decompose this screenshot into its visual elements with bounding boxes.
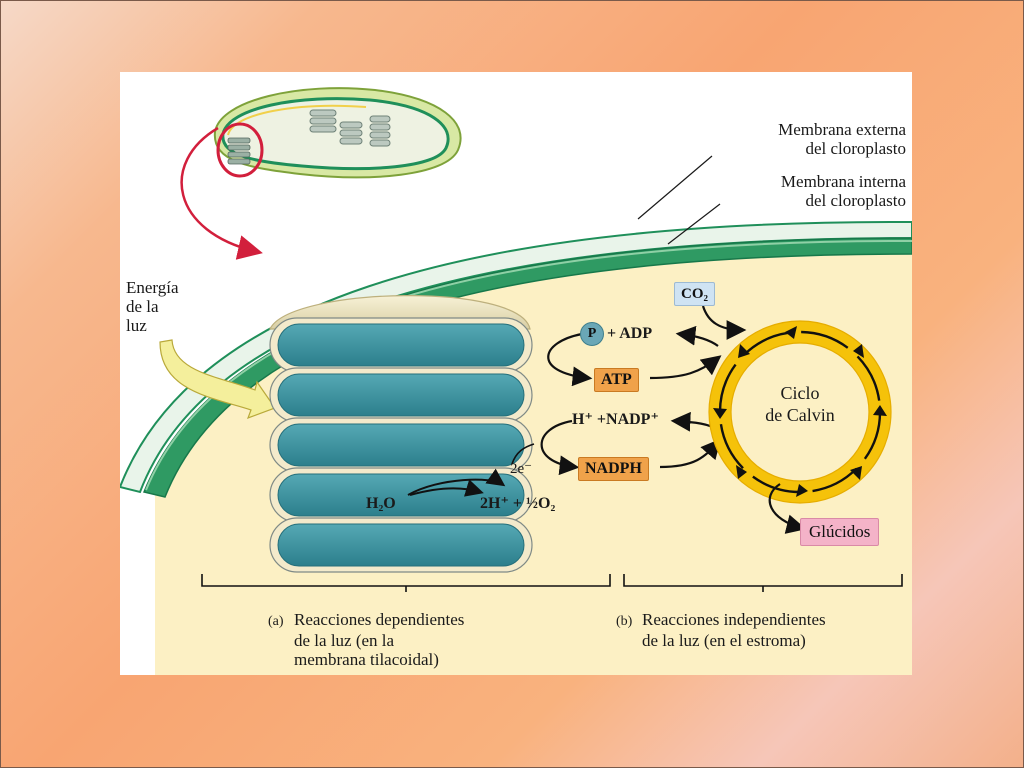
electron-arrow [511,443,535,465]
outer-membrane-label: Membrana externa del cloroplasto [716,120,906,158]
calvin-cycle-label: Ciclo de Calvin [740,382,860,426]
caption-a-line2: de la luz (en la [294,631,395,650]
nadp-label: H⁺ +NADP⁺ [572,411,659,428]
co2-label: CO₂ [674,282,715,306]
light-energy-arrow [159,339,276,420]
electrons-label: 2e⁻ [510,461,533,477]
co2-arrow [701,305,747,340]
chloroplast-thumbnail-icon [213,87,462,179]
calvin-to-adp-arrow [675,325,719,347]
calvin-cycle-arrowheads [713,326,887,497]
caption-b: (b) Reacciones independientes de la luz (… [616,610,826,650]
phosphate-icon: P [580,322,604,346]
caption-a: (a) Reacciones dependientes de la luz (en… [268,610,464,669]
light-energy-line2: de la [126,297,159,316]
calvin-line2: de Calvin [765,405,835,425]
outer-membrane-label-line2: del cloroplasto [805,139,906,158]
atp-label: ATP [594,368,639,392]
outer-membrane-label-line1: Membrana externa [778,120,906,139]
light-energy-line3: luz [126,316,147,335]
light-energy-label: Energía de la luz [126,278,179,335]
nadph-label: NADPH [578,457,649,481]
zoom-arrow [180,126,263,260]
thylakoid-stack-icon [269,295,533,573]
water-splitting-arrow [407,468,506,496]
diagram-panel: Membrana externa del cloroplasto Membran… [120,72,912,675]
light-energy-line1: Energía [126,278,179,297]
products-label: 2H⁺ + ½O₂ [480,495,556,512]
glucides-label: Glúcidos [800,518,880,546]
caption-a-line1: Reacciones dependientes [294,610,465,629]
chloroplast-diagram [120,87,912,675]
caption-a-line3: membrana tilacoidal) [294,650,439,669]
caption-a-tag: (a) [268,614,284,629]
inner-membrane-label-line1: Membrana interna [780,172,906,191]
adp-label: + ADP [607,325,653,342]
calvin-line1: Ciclo [780,383,820,403]
caption-b-line1: Reacciones independientes [642,610,826,629]
outer-membrane [120,220,912,494]
atp-to-calvin-arrow [649,355,722,380]
glucides-arrow [768,483,807,534]
nadp-to-nadph-arrow [540,419,580,476]
caption-b-tag: (b) [616,614,633,629]
water-label: H₂O [366,495,396,512]
nadph-to-calvin-arrow [659,438,721,469]
adp-to-atp-arrow [547,332,593,387]
inner-membrane-label: Membrana interna del cloroplasto [716,172,906,210]
inner-membrane-label-line2: del cloroplasto [805,191,906,210]
caption-b-line2: de la luz (en el estroma) [642,631,806,650]
